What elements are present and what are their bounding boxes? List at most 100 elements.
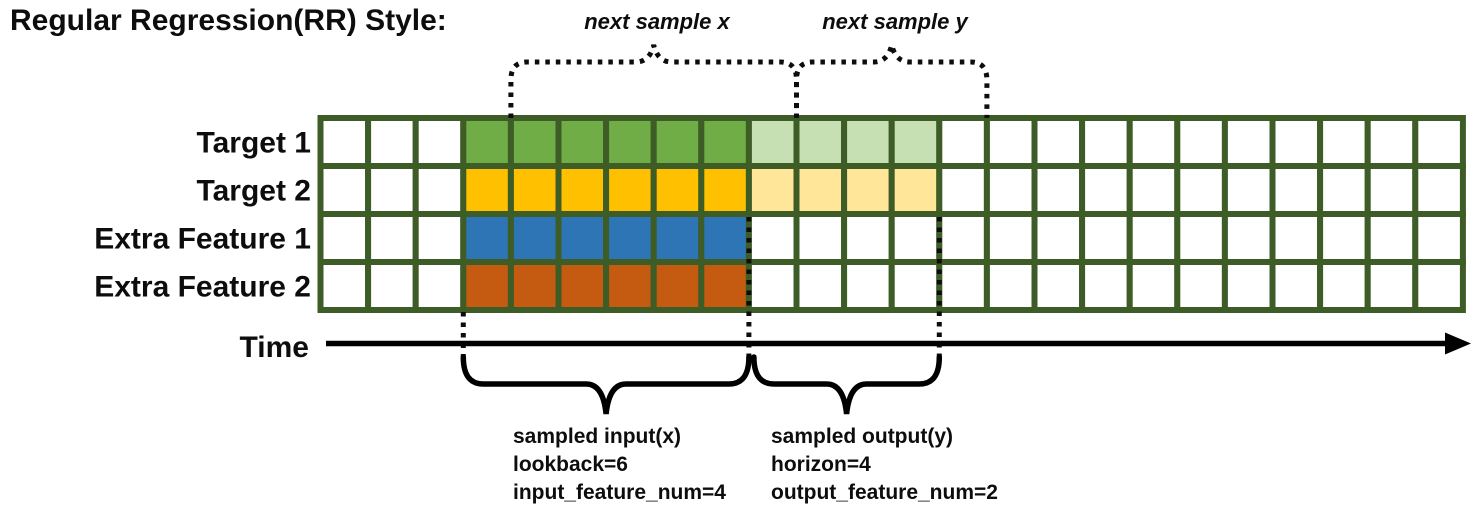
output-cell — [793, 163, 848, 217]
grid-cell — [365, 115, 419, 169]
grid-cell — [412, 163, 467, 217]
output-cell — [888, 163, 943, 217]
grid-cell — [1364, 115, 1419, 169]
grid-cell — [1364, 163, 1419, 217]
grid-cell — [1174, 211, 1228, 265]
next-sample-x-label: next sample x — [584, 9, 730, 34]
grid-cell — [936, 163, 990, 217]
grid-cell — [412, 211, 467, 265]
next-sample-y-brace — [794, 44, 990, 118]
grid-cell — [1317, 259, 1371, 313]
grid-cell — [317, 211, 372, 265]
grid-cell — [1317, 211, 1371, 265]
grid-cell — [983, 115, 1038, 169]
grid-cell — [983, 259, 1038, 313]
input-cell — [555, 115, 610, 169]
input-cell — [507, 115, 562, 169]
grid-cell — [1031, 115, 1086, 169]
grid-cell — [1269, 163, 1324, 217]
grid-cell — [1031, 259, 1086, 313]
time-axis-arrowhead-icon — [1445, 332, 1471, 355]
sampled-output-annotation: sampled output(y) horizon=4 output_featu… — [771, 425, 998, 504]
sampled-output-brace — [751, 354, 943, 415]
grid-cell — [888, 259, 943, 313]
input-cell — [460, 259, 514, 313]
grid-cell — [793, 259, 848, 313]
input-cell — [555, 163, 610, 217]
horizon-line: horizon=4 — [771, 453, 871, 476]
grid-cell — [1364, 259, 1419, 313]
input-cell — [460, 163, 514, 217]
input-cell — [698, 259, 752, 313]
grid-cell — [1221, 259, 1276, 313]
grid-cell — [841, 211, 895, 265]
output-cell — [745, 115, 800, 169]
grid-cell — [1412, 259, 1466, 313]
grid-cell — [983, 163, 1038, 217]
grid-cell — [983, 211, 1038, 265]
grid-cell — [1031, 163, 1086, 217]
output-cell — [745, 163, 800, 217]
grid-cell — [1221, 115, 1276, 169]
input-feature-num-line: input_feature_num=4 — [513, 481, 726, 504]
input-cell — [507, 163, 562, 217]
grid-cell — [745, 211, 800, 265]
grid-cell — [1079, 115, 1133, 169]
sample-boundary-overlay — [460, 44, 990, 415]
grid-cell — [1412, 211, 1466, 265]
sampled-output-line: sampled output(y) — [771, 425, 953, 448]
grid-cell — [412, 259, 467, 313]
grid-cell — [793, 211, 848, 265]
grid-cell — [317, 163, 372, 217]
grid-cell — [888, 211, 943, 265]
output-cell — [841, 163, 895, 217]
input-cell — [603, 163, 657, 217]
grid-cell — [936, 259, 990, 313]
grid-cell — [317, 115, 372, 169]
row-label-target-2: Target 2 — [197, 175, 311, 208]
grid-cell — [936, 211, 990, 265]
input-cell — [650, 259, 705, 313]
grid-cell — [1079, 211, 1133, 265]
sampled-input-brace — [460, 354, 752, 415]
grid-cell — [1079, 259, 1133, 313]
input-cell — [460, 211, 514, 265]
grid-cell — [1364, 211, 1419, 265]
input-cell — [698, 163, 752, 217]
input-cell — [555, 259, 610, 313]
grid-cell — [1412, 115, 1466, 169]
grid-cell — [1317, 115, 1371, 169]
grid-cell — [1221, 163, 1276, 217]
input-cell — [698, 115, 752, 169]
grid-cell — [412, 115, 467, 169]
input-cell — [650, 115, 705, 169]
output-cell — [888, 115, 943, 169]
input-cell — [507, 211, 562, 265]
input-cell — [698, 211, 752, 265]
input-cell — [603, 259, 657, 313]
next-sample-x-brace — [508, 44, 799, 118]
input-cell — [650, 211, 705, 265]
grid-cell — [1174, 115, 1228, 169]
input-cell — [603, 115, 657, 169]
grid-cell — [1269, 259, 1324, 313]
output-cell — [841, 115, 895, 169]
grid-cell — [1174, 163, 1228, 217]
grid-cell — [1269, 115, 1324, 169]
grid-cell — [1126, 163, 1181, 217]
grid-cell — [365, 259, 419, 313]
sampled-input-annotation: sampled input(x) lookback=6 input_featur… — [513, 425, 726, 504]
next-sample-y-label: next sample y — [822, 9, 969, 34]
input-cell — [460, 115, 514, 169]
grid-cell — [317, 259, 372, 313]
grid-cell — [1221, 211, 1276, 265]
input-cell — [507, 259, 562, 313]
input-cell — [650, 163, 705, 217]
grid-cell — [1126, 115, 1181, 169]
grid-cell — [1317, 163, 1371, 217]
grid-cell — [365, 211, 419, 265]
grid-cell — [1412, 163, 1466, 217]
grid-cell — [365, 163, 419, 217]
